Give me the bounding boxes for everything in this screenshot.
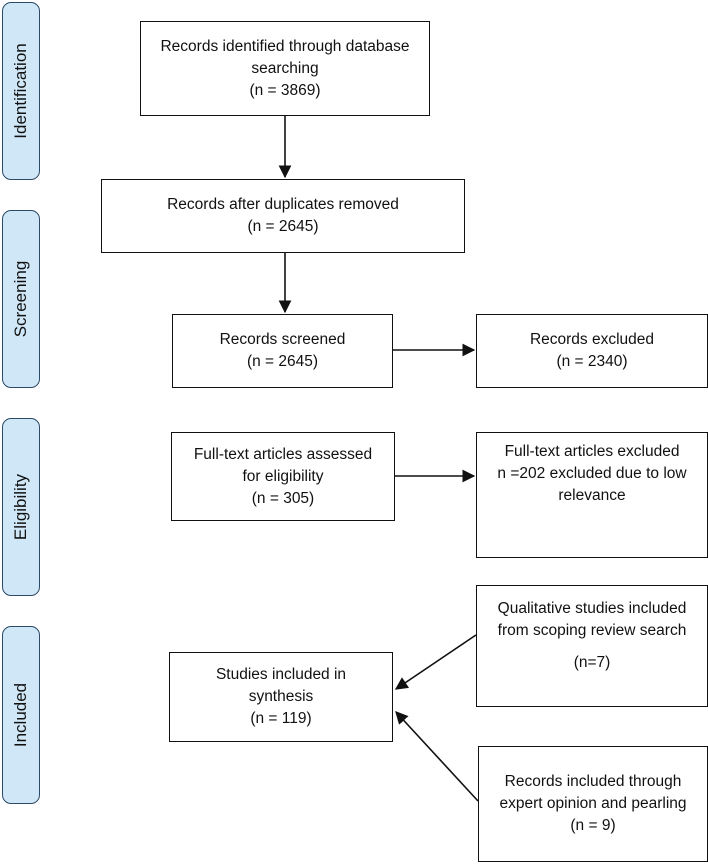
studies-included-box: Studies included in synthesis (n = 119) xyxy=(169,652,393,742)
studies-included-count: (n = 119) xyxy=(250,710,312,727)
records-screened-line1: Records screened xyxy=(219,331,346,348)
studies-included-line2: synthesis xyxy=(248,688,314,705)
expert-records-count: (n = 9) xyxy=(570,817,616,834)
records-after-duplicates-line1: Records after duplicates removed xyxy=(167,196,399,213)
records-screened-box: Records screened (n = 2645) xyxy=(172,314,393,388)
phase-included-label: Included xyxy=(11,682,30,748)
arrow-expert-to-synthesis xyxy=(395,711,479,802)
phase-identification: Identification xyxy=(2,2,40,180)
fulltext-assessed-line1: Full-text articles assessed xyxy=(193,445,373,463)
records-identified-line2: searching xyxy=(251,59,319,77)
fulltext-excluded-line3: relevance xyxy=(558,487,626,504)
records-screened-count: (n = 2645) xyxy=(246,353,319,370)
fulltext-excluded-line1: Full-text articles excluded xyxy=(504,443,680,460)
phase-screening: Screening xyxy=(2,210,40,388)
records-after-duplicates-box: Records after duplicates removed (n = 26… xyxy=(101,179,465,253)
fulltext-excluded-box: Full-text articles excluded n =202 exclu… xyxy=(476,432,708,558)
qualitative-studies-box: Qualitative studies included from scopin… xyxy=(476,585,708,707)
arrow-qualitative-to-synthesis xyxy=(394,634,477,690)
expert-records-line1: Records included through xyxy=(504,773,682,790)
studies-included-line1: Studies included in xyxy=(215,666,347,683)
fulltext-assessed-count: (n = 305) xyxy=(251,489,315,507)
phase-eligibility-label: Eligibility xyxy=(11,473,30,541)
expert-records-box: Records included through expert opinion … xyxy=(478,746,708,862)
phase-eligibility: Eligibility xyxy=(2,418,40,596)
qualitative-studies-line2: from scoping review search xyxy=(497,622,687,639)
phase-included: Included xyxy=(2,626,40,804)
records-excluded-box: Records excluded (n = 2340) xyxy=(476,314,708,388)
records-excluded-line1: Records excluded xyxy=(529,331,655,348)
records-after-duplicates-count: (n = 2645) xyxy=(247,218,319,235)
records-identified-box: Records identified through database sear… xyxy=(140,21,430,116)
expert-records-line2: expert opinion and pearling xyxy=(499,795,687,812)
records-identified-count: (n = 3869) xyxy=(249,81,321,99)
records-excluded-count: (n = 2340) xyxy=(556,353,628,370)
phase-screening-label: Screening xyxy=(11,260,30,338)
fulltext-assessed-line2: for eligibility xyxy=(242,467,324,485)
fulltext-excluded-line2: n =202 excluded due to low xyxy=(497,465,687,482)
qualitative-studies-count: (n=7) xyxy=(573,654,611,671)
fulltext-assessed-box: Full-text articles assessed for eligibil… xyxy=(171,432,395,521)
phase-identification-label: Identification xyxy=(11,43,30,139)
qualitative-studies-line1: Qualitative studies included xyxy=(497,600,687,617)
records-identified-line1: Records identified through database xyxy=(160,37,410,55)
